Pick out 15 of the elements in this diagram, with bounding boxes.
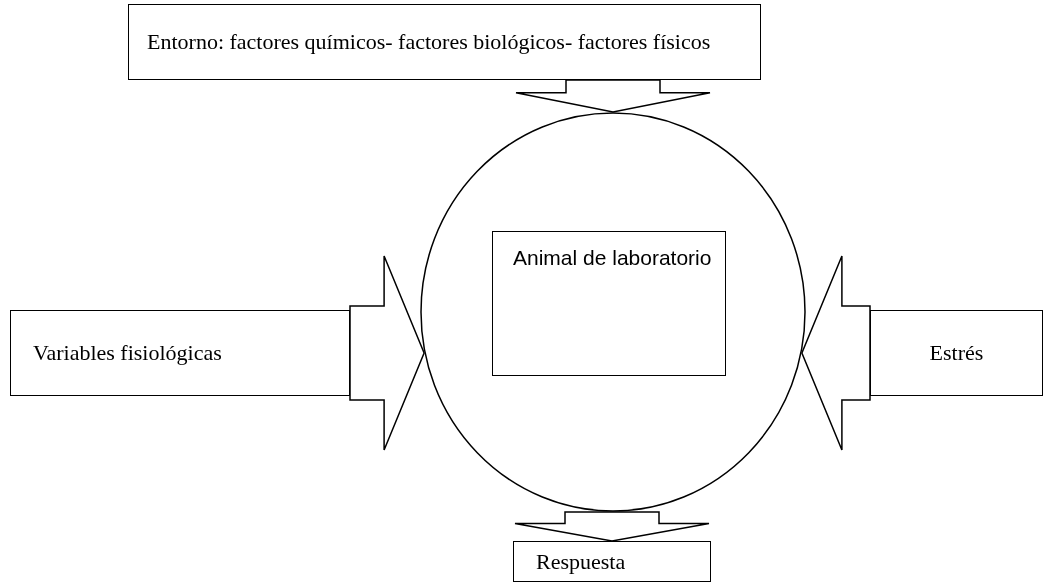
text-box [492,231,726,376]
text-box [128,4,761,80]
node-text: Animal de laboratorio [513,246,712,270]
node-text: Estrés [929,340,984,366]
ellipse [420,112,806,512]
node-text: Variables fisiológicas [33,340,222,366]
text-box [10,310,350,396]
text-box [513,541,711,582]
block-arrow [349,255,425,451]
block-arrow [801,255,871,451]
node-text: Respuesta [536,548,626,575]
text-box [870,310,1043,396]
block-arrow [515,79,711,113]
node-text: Entorno: factores químicos- factores biológicos- factores físicos [147,29,711,55]
block-arrow [514,511,710,542]
